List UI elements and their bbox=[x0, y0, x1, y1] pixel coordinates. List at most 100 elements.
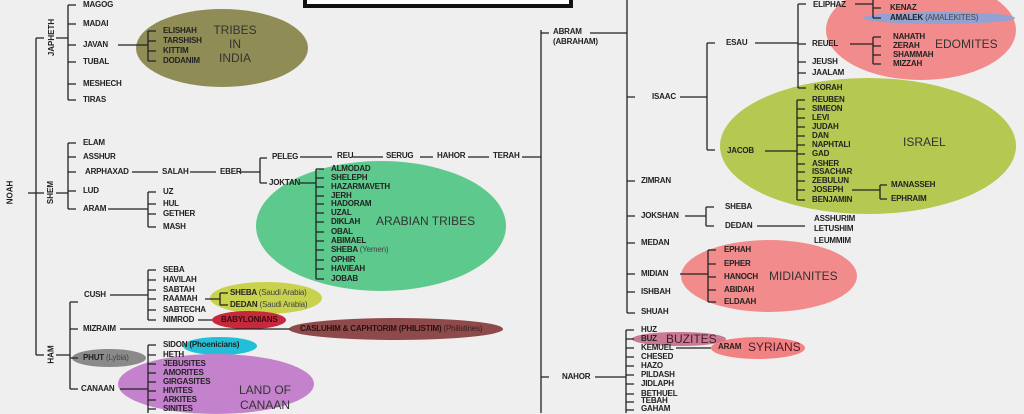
region-israel bbox=[720, 78, 1016, 214]
node: ZIMRAN bbox=[641, 176, 671, 185]
node: ARKITES bbox=[163, 395, 197, 404]
node: AMALEK (AMALEKITES) bbox=[890, 13, 979, 22]
tree-lines bbox=[28, 0, 887, 413]
node: ISAAC bbox=[652, 92, 676, 101]
node: UZAL bbox=[331, 208, 352, 217]
node: OPHIR bbox=[331, 255, 356, 264]
node: ASHER bbox=[812, 159, 840, 168]
title-box-frame bbox=[303, 0, 573, 8]
node: JUDAH bbox=[812, 122, 839, 131]
node: KEMUEL bbox=[641, 343, 674, 352]
node: HUL bbox=[163, 199, 179, 208]
node: NIMROD bbox=[163, 315, 195, 324]
node: BETHUEL bbox=[641, 389, 678, 398]
node: HAZO bbox=[641, 361, 663, 370]
region-tribes-in-india bbox=[136, 9, 308, 87]
node: ISSACHAR bbox=[812, 167, 853, 176]
node: MAGOG bbox=[83, 0, 114, 9]
region-label-buzites: BUZITES bbox=[666, 332, 717, 346]
node: ALMODAD bbox=[331, 164, 371, 173]
region-phoenicians bbox=[183, 337, 257, 355]
node: MIDIAN bbox=[641, 269, 669, 278]
node: BUZ bbox=[641, 334, 657, 343]
node: OBAL bbox=[331, 227, 353, 236]
node: JACOB bbox=[727, 146, 755, 155]
node: GETHER bbox=[163, 209, 196, 218]
node: EPHAH bbox=[724, 245, 752, 254]
node: PHUT (Lybia) bbox=[83, 353, 129, 362]
node: SEBA bbox=[163, 265, 185, 274]
node: MIZRAIM bbox=[83, 324, 116, 333]
node: EPHRAIM bbox=[891, 194, 927, 203]
node: GAHAM bbox=[641, 404, 671, 413]
node: DIKLAH bbox=[331, 217, 361, 226]
region-label-edomites: EDOMITES bbox=[935, 37, 998, 51]
region-arabian-tribes bbox=[256, 161, 506, 291]
node: ZERAH bbox=[893, 41, 920, 50]
node: MIZZAH bbox=[893, 59, 923, 68]
node: CASLUHIM & CAPHTORIM (PHILISTIM) (Philis… bbox=[300, 324, 483, 333]
node: HUZ bbox=[641, 325, 657, 334]
node: MANASSEH bbox=[891, 180, 936, 189]
node: GAD bbox=[812, 149, 830, 158]
node: DAN bbox=[812, 131, 829, 140]
node: LEUMMIM bbox=[814, 236, 851, 245]
node: TEBAH bbox=[641, 396, 668, 405]
node: CHESED bbox=[641, 352, 674, 361]
node: BABYLONIANS bbox=[221, 315, 278, 324]
node: ARPHAXAD bbox=[85, 167, 129, 176]
node: SABTECHA bbox=[163, 305, 206, 314]
node: RAAMAH bbox=[163, 294, 198, 303]
node: JAALAM bbox=[812, 68, 845, 77]
node: SIDON (Phoenicians) bbox=[163, 340, 240, 349]
node-nahor: NAHOR bbox=[562, 372, 591, 381]
node: SINITES bbox=[163, 404, 193, 413]
node: PELEG bbox=[272, 152, 299, 161]
node: GIRGASITES bbox=[163, 377, 211, 386]
node: JOKSHAN bbox=[641, 211, 679, 220]
node: MASH bbox=[163, 222, 186, 231]
node: BENJAMIN bbox=[812, 195, 853, 204]
node: EBER bbox=[220, 167, 242, 176]
node: ABIMAEL bbox=[331, 236, 367, 245]
node: SHEBA (Saudi Arabia) bbox=[230, 288, 307, 297]
node: JERH bbox=[331, 191, 352, 200]
node: TERAH bbox=[493, 151, 520, 160]
node-japheth: JAPHETH bbox=[47, 18, 57, 57]
node: MEDAN bbox=[641, 238, 670, 247]
node: ISHBAH bbox=[641, 287, 671, 296]
node: HAVIEAH bbox=[331, 264, 366, 273]
region-label-arabian: ARABIAN TRIBES bbox=[376, 214, 476, 228]
node: JOKTAN bbox=[269, 178, 301, 187]
node: ELISHAH bbox=[163, 26, 197, 35]
node: HETH bbox=[163, 350, 184, 359]
node: ABIDAH bbox=[724, 285, 754, 294]
node: JEUSH bbox=[812, 57, 838, 66]
node: DEDAN bbox=[725, 221, 753, 230]
node: KITTIM bbox=[163, 46, 189, 55]
node-noah: NOAH bbox=[5, 180, 15, 205]
node: SHEBA bbox=[725, 202, 753, 211]
region-buzites bbox=[632, 332, 726, 346]
node: SERUG bbox=[386, 151, 414, 160]
node: CANAAN bbox=[81, 384, 115, 393]
node-abram: ABRAM(ABRAHAM) bbox=[553, 27, 598, 46]
region-philistines bbox=[289, 318, 503, 340]
node: ZEBULUN bbox=[812, 176, 849, 185]
node: REUEL bbox=[812, 39, 839, 48]
node: SHAMMAH bbox=[893, 50, 934, 59]
node: LEVI bbox=[812, 113, 829, 122]
node: ASSHURIM bbox=[814, 214, 856, 223]
node: TUBAL bbox=[83, 57, 110, 66]
node: ELAM bbox=[83, 138, 105, 147]
node: NAPHTALI bbox=[812, 140, 851, 149]
node: HIVITES bbox=[163, 386, 193, 395]
region-babylonians bbox=[212, 311, 286, 329]
node: MADAI bbox=[83, 19, 109, 28]
node: ESAU bbox=[726, 38, 748, 47]
region-label-israel: ISRAEL bbox=[903, 135, 946, 149]
region-phut bbox=[72, 349, 146, 367]
